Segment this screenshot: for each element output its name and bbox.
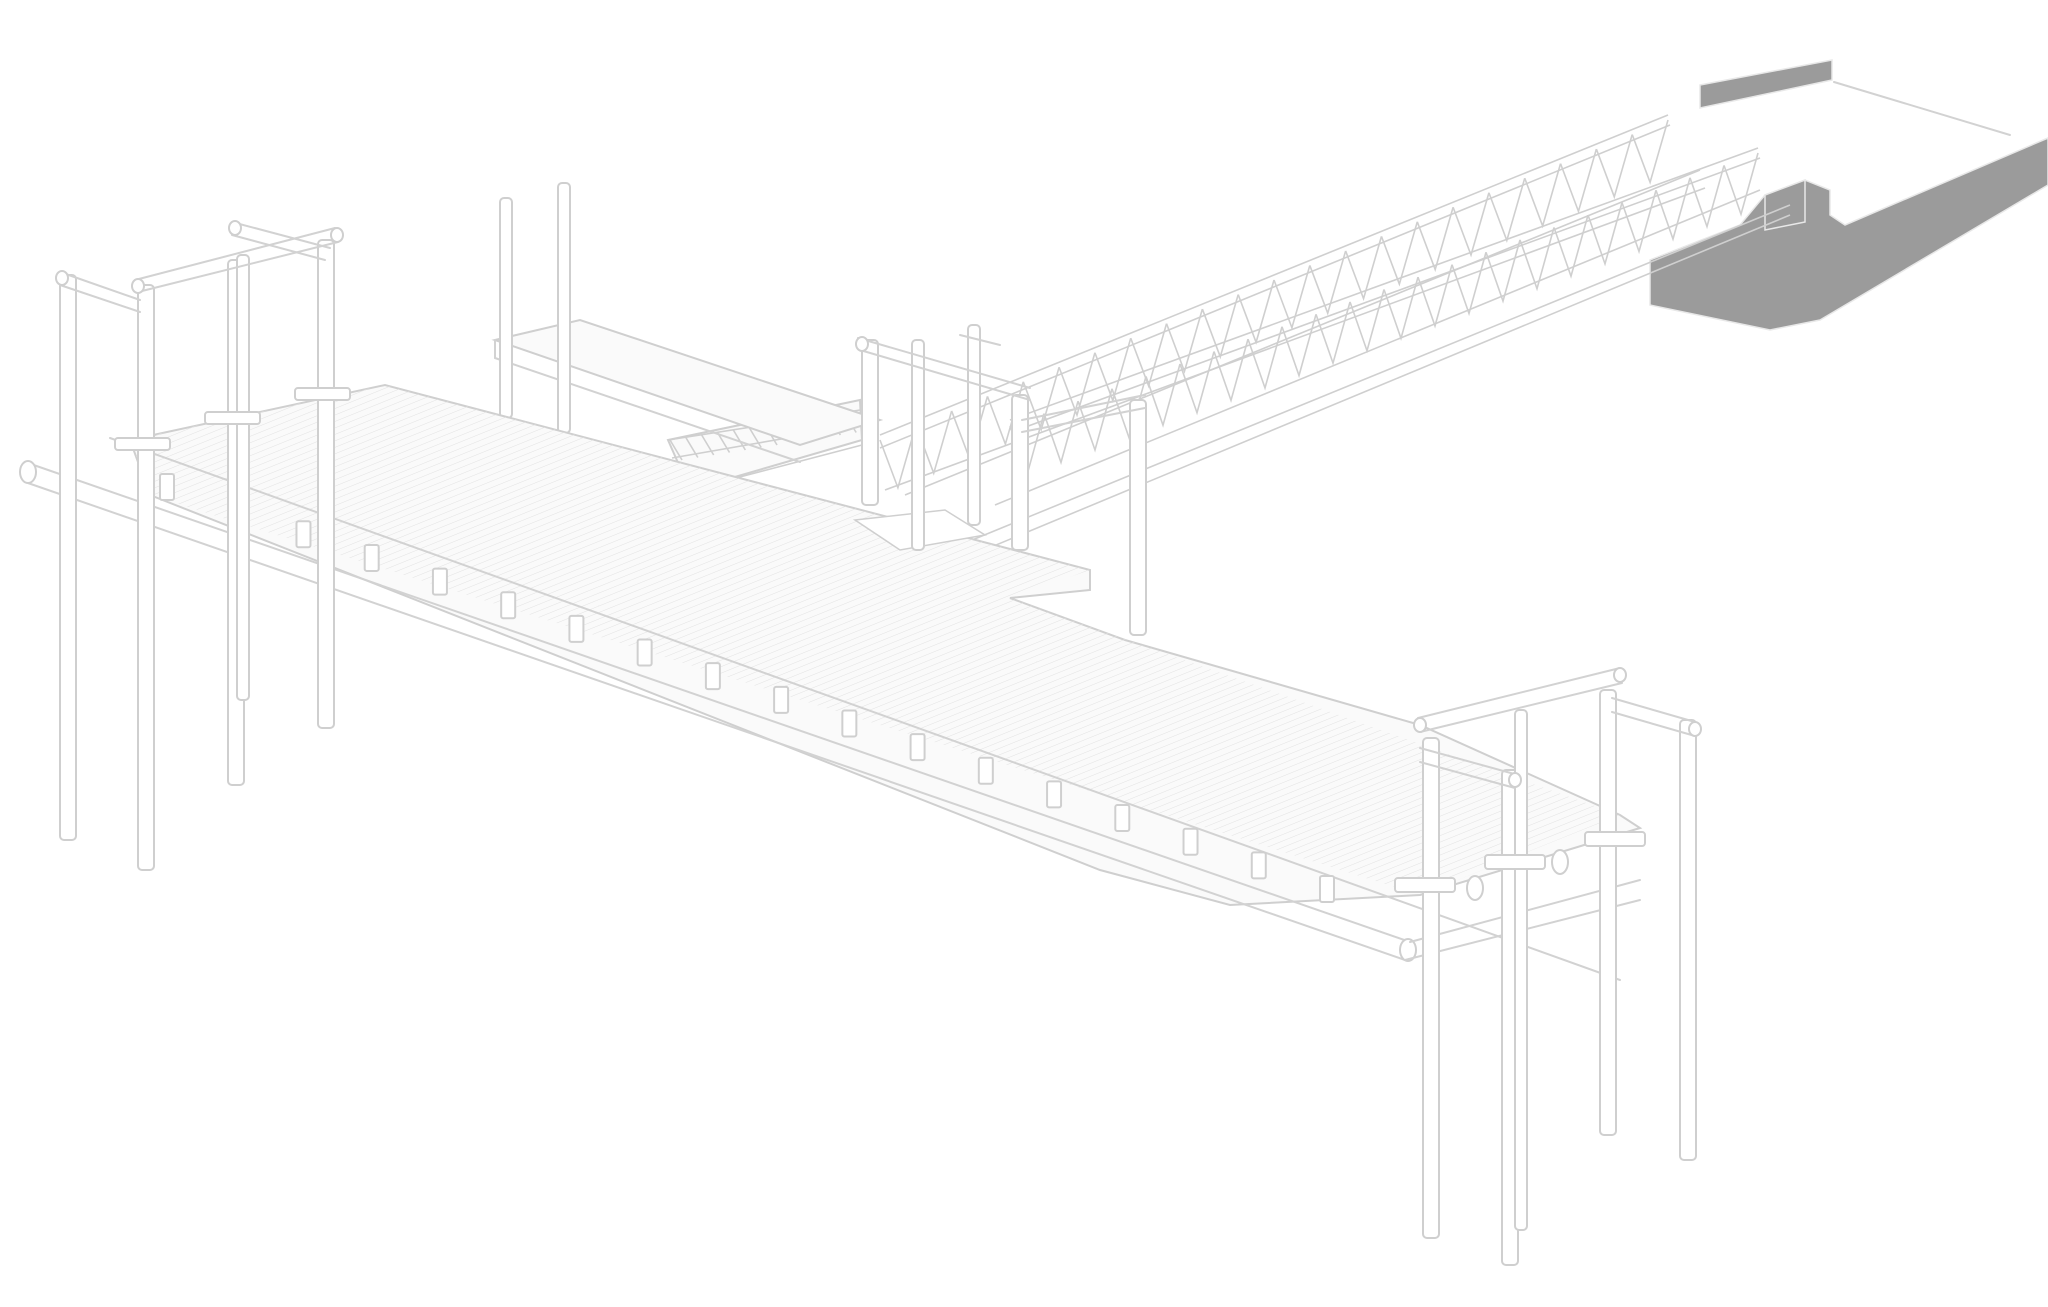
deck-bracket xyxy=(1319,875,1335,903)
deck-bracket xyxy=(704,662,721,691)
truss-web xyxy=(1689,165,1725,230)
deck-bracket xyxy=(773,685,790,714)
truss-web xyxy=(1452,192,1490,258)
base-plates-left xyxy=(114,387,351,451)
deck-bracket xyxy=(363,543,380,572)
truss-web xyxy=(1380,221,1419,287)
truss-web xyxy=(1416,207,1454,273)
gangway-web xyxy=(732,429,747,451)
truss-web xyxy=(1315,301,1351,366)
deck-bracket xyxy=(909,733,926,762)
front-beam xyxy=(19,437,1641,981)
truss-web xyxy=(1417,264,1453,329)
deck-bracket xyxy=(1250,851,1267,880)
deck-bracket xyxy=(1114,804,1131,833)
truss-web xyxy=(1273,265,1311,331)
deck-bracket xyxy=(159,473,175,501)
truss-web xyxy=(1165,308,1204,374)
deck-bracket xyxy=(500,591,517,620)
truss-web xyxy=(1022,367,1060,433)
deck-bracket xyxy=(568,614,585,643)
deck-bracket xyxy=(977,756,994,785)
truss-web xyxy=(1344,236,1383,302)
back-platform xyxy=(491,182,884,463)
truss-web xyxy=(1309,250,1347,316)
deck-bracket xyxy=(841,709,858,738)
truss-web xyxy=(1077,388,1113,453)
truss-web xyxy=(1201,294,1239,360)
truss-web xyxy=(1559,148,1598,214)
truss-web xyxy=(1281,314,1317,379)
truss-web xyxy=(1631,119,1669,185)
deck-bracket xyxy=(1046,780,1063,809)
truss-web xyxy=(1587,202,1623,267)
truss-web xyxy=(1094,337,1132,403)
truss-web xyxy=(1247,326,1283,391)
deck-bracket xyxy=(295,520,312,549)
truss-web xyxy=(1058,352,1096,418)
truss-web xyxy=(1237,279,1275,345)
truss-web xyxy=(1488,177,1526,243)
gangway-web xyxy=(700,434,715,456)
main-deck xyxy=(128,383,1643,907)
deck-bracket xyxy=(1182,827,1199,856)
truss-web xyxy=(1179,351,1215,416)
left-frame xyxy=(55,220,344,871)
gangway-web xyxy=(748,427,762,448)
truss-web xyxy=(1553,214,1589,279)
abutment-block xyxy=(1649,59,2048,331)
deck-bracket xyxy=(636,638,653,667)
right-frame xyxy=(1394,667,1702,1266)
truss-web xyxy=(1523,163,1562,229)
truss-web xyxy=(1349,289,1385,354)
truss-web xyxy=(1213,338,1249,404)
gangway-web xyxy=(685,437,699,458)
truss-web xyxy=(1723,152,1759,217)
truss-bridge xyxy=(879,114,1791,561)
deck-bracket xyxy=(431,567,448,596)
gangway-web xyxy=(669,439,683,461)
truss-web xyxy=(1655,177,1691,242)
truss-web xyxy=(1383,276,1419,341)
gangway-web xyxy=(716,432,731,453)
middle-gantry xyxy=(855,324,1147,636)
truss-web xyxy=(879,425,917,491)
truss-web xyxy=(1519,227,1555,292)
truss-web xyxy=(1621,190,1657,255)
truss-web xyxy=(1145,363,1181,428)
truss-web xyxy=(1451,252,1487,317)
truss-web xyxy=(1485,239,1521,304)
truss-web xyxy=(1595,134,1633,200)
